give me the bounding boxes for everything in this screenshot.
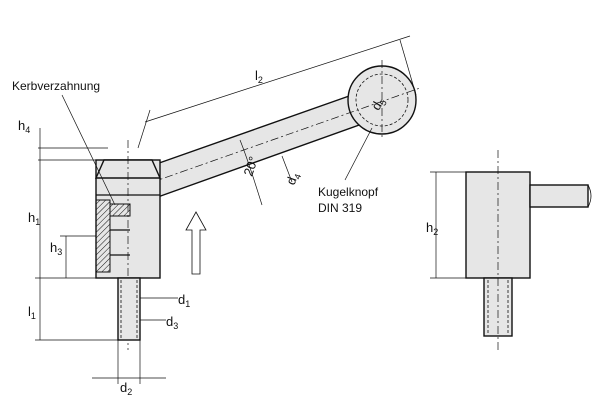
kerbverzahnung-leader [61,94,116,206]
d4-label: d4 [283,170,303,187]
threaded-stud [117,277,141,341]
l2-dimension-line [144,35,411,123]
side-lever-stub [529,184,589,208]
side-view: h2 [426,150,592,350]
lever-arm [144,94,363,199]
l2-ext-right [399,39,417,96]
front-view: Kerbverzahnung Kugelknopf DIN 319 l2 d5 … [12,35,421,397]
angle-label: 20° [240,154,261,178]
angle-arc [239,139,263,206]
h4-label: h4 [18,118,30,135]
serration-hatch [109,203,131,217]
h2-label: h2 [426,220,438,237]
h3-label: h3 [50,240,62,257]
d4-line [281,155,293,183]
side-lever-break [587,184,592,208]
section-hatch [95,199,111,273]
d2-label: d2 [120,380,132,397]
d3-label: d3 [166,314,178,331]
d1-label: d1 [178,292,190,309]
din-label: DIN 319 [318,201,362,215]
direction-arrow [185,211,207,275]
l2-ext-left [137,109,151,149]
kugelknopf-leader [344,127,373,181]
kugelknopf-label: Kugelknopf [318,185,379,199]
l2-label: l2 [255,68,263,85]
l1-label: l1 [28,304,36,321]
h1-label: h1 [28,210,40,227]
kerbverzahnung-label: Kerbverzahnung [12,79,100,93]
